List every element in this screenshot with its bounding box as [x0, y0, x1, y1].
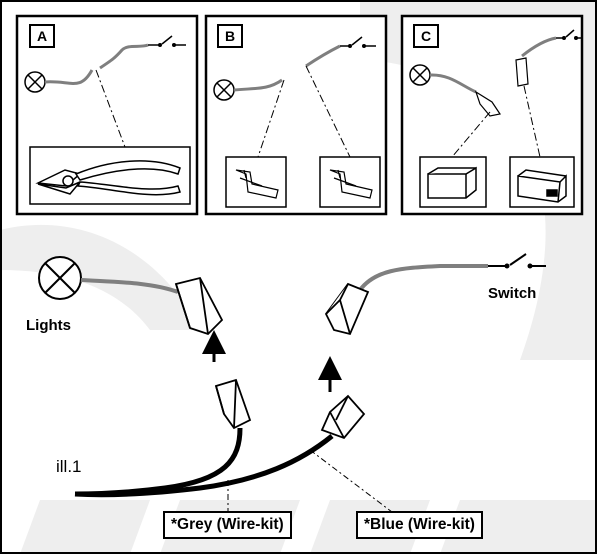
lights-label: Lights: [26, 317, 71, 334]
wire-cutter-icon: [35, 160, 181, 196]
panel-c-letter: C: [421, 28, 431, 44]
switch-icon: [340, 36, 376, 48]
panel-b: B: [204, 14, 388, 216]
illustration-number: ill.1: [56, 457, 82, 476]
switch-icon: [148, 35, 186, 47]
terminal-inset-right: [319, 156, 381, 208]
grey-kit-connector: [214, 378, 252, 430]
lamp-icon: [24, 71, 46, 93]
connector-housing-icon: [427, 166, 567, 203]
switch-icon: [556, 29, 582, 40]
main-switch-icon: [488, 253, 546, 269]
panel-a-letter: A: [37, 28, 47, 44]
panel-b-letter-box: [217, 24, 243, 48]
panel-a: A: [15, 14, 199, 216]
crimp-terminal-icon: [235, 169, 373, 199]
lamp-icon: [409, 64, 431, 86]
main-illustration: [38, 253, 546, 513]
switch-connector: [324, 282, 370, 336]
lamp-icon: [213, 79, 235, 101]
grey-wire-kit-label: *Grey (Wire-kit): [163, 511, 292, 539]
lights-connector: [174, 276, 224, 336]
panel-a-letter-box: [29, 24, 55, 48]
terminal-inset-left: [225, 156, 287, 208]
lights-lamp-icon: [38, 256, 82, 300]
panel-b-letter: B: [225, 28, 235, 44]
switch-label: Switch: [488, 285, 536, 302]
blue-kit-connector: [320, 394, 366, 440]
blue-wire-kit-label: *Blue (Wire-kit): [356, 511, 483, 539]
panel-c: C: [400, 14, 584, 216]
panel-c-letter-box: [413, 24, 439, 48]
